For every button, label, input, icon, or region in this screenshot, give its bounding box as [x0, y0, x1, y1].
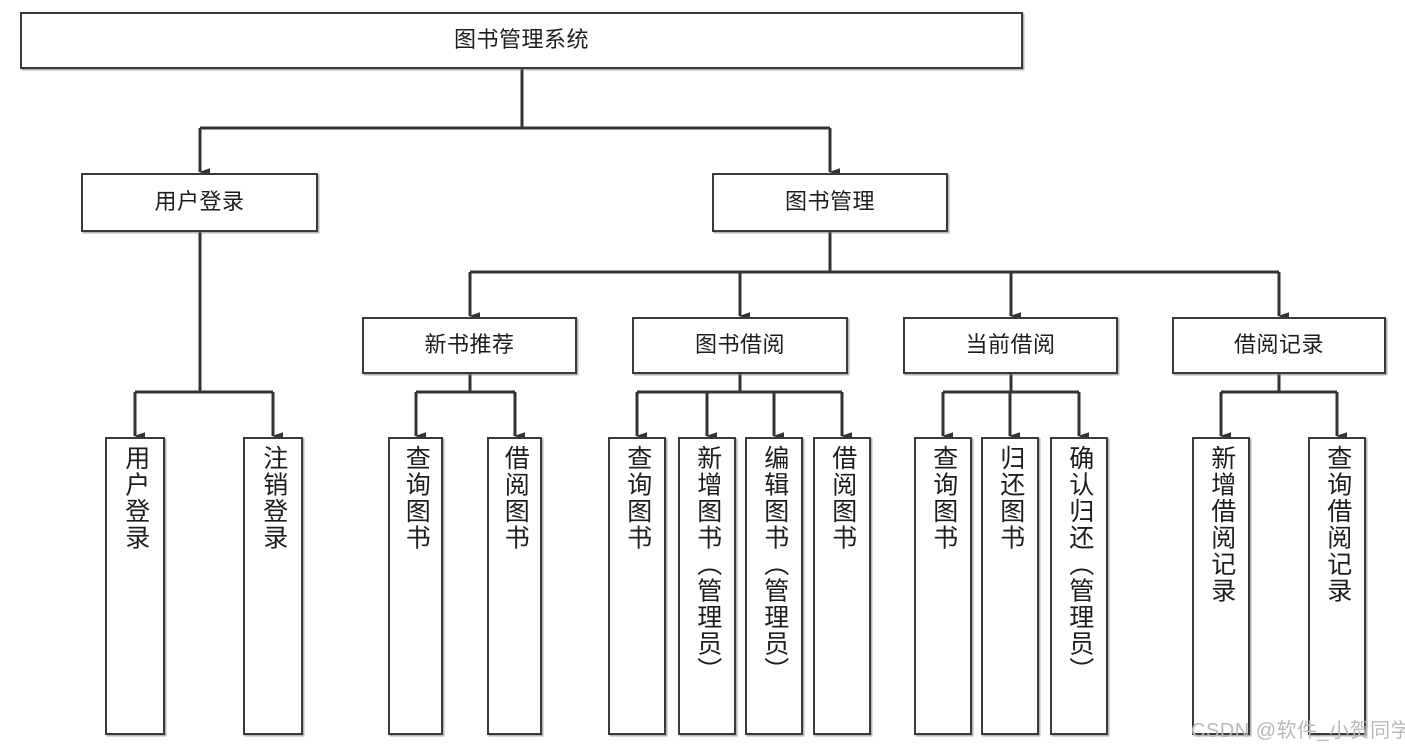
node-leaf-confirm-return[interactable]: 确认归还（管理员） — [1050, 437, 1108, 735]
node-label: 查询图书 — [623, 445, 652, 551]
node-leaf-user-login[interactable]: 用户登录 — [105, 437, 165, 735]
node-current-borrow[interactable]: 当前借阅 — [903, 317, 1118, 374]
node-label: 图书管理系统 — [453, 27, 589, 53]
node-label: 用户登录 — [121, 445, 150, 551]
node-user-login[interactable]: 用户登录 — [81, 173, 318, 232]
node-label: 查询图书 — [929, 445, 958, 551]
node-borrow-record[interactable]: 借阅记录 — [1172, 317, 1386, 374]
node-label: 用户登录 — [154, 189, 245, 215]
node-leaf-query-borrow-record[interactable]: 查询借阅记录 — [1308, 437, 1366, 735]
node-label: 新增图书（管理员） — [693, 445, 722, 684]
node-leaf-add-borrow-record[interactable]: 新增借阅记录 — [1192, 437, 1250, 735]
node-label: 借阅图书 — [501, 445, 530, 551]
node-root[interactable]: 图书管理系统 — [20, 12, 1023, 69]
node-leaf-add-book[interactable]: 新增图书（管理员） — [678, 437, 736, 735]
node-label: 新书推荐 — [424, 332, 515, 358]
node-label: 查询图书 — [402, 445, 431, 551]
node-label: 图书管理 — [784, 189, 875, 215]
node-leaf-query-book-borrow[interactable]: 查询图书 — [608, 437, 666, 735]
node-leaf-logout[interactable]: 注销登录 — [243, 437, 303, 735]
node-label: 当前借阅 — [965, 332, 1056, 358]
edges — [133, 69, 1347, 440]
node-leaf-query-book-recommend[interactable]: 查询图书 — [388, 437, 443, 735]
node-label: 图书借阅 — [694, 332, 785, 358]
node-leaf-return-book[interactable]: 归还图书 — [981, 437, 1039, 735]
node-new-book-recommend[interactable]: 新书推荐 — [362, 317, 577, 374]
node-label: 注销登录 — [259, 445, 288, 551]
node-label: 查询借阅记录 — [1323, 445, 1352, 604]
node-label: 归还图书 — [996, 445, 1025, 551]
node-leaf-query-book-current[interactable]: 查询图书 — [914, 437, 972, 735]
node-label: 确认归还（管理员） — [1065, 445, 1094, 684]
node-book-manage[interactable]: 图书管理 — [712, 173, 948, 232]
node-label: 编辑图书（管理员） — [760, 445, 789, 684]
node-label: 借阅记录 — [1233, 332, 1324, 358]
node-label: 新增借阅记录 — [1207, 445, 1236, 604]
node-leaf-borrow-book[interactable]: 借阅图书 — [813, 437, 871, 735]
node-leaf-borrow-book-recommend[interactable]: 借阅图书 — [487, 437, 542, 735]
node-leaf-edit-book[interactable]: 编辑图书（管理员） — [745, 437, 803, 735]
node-book-borrow[interactable]: 图书借阅 — [632, 317, 848, 374]
node-label: 借阅图书 — [828, 445, 857, 551]
